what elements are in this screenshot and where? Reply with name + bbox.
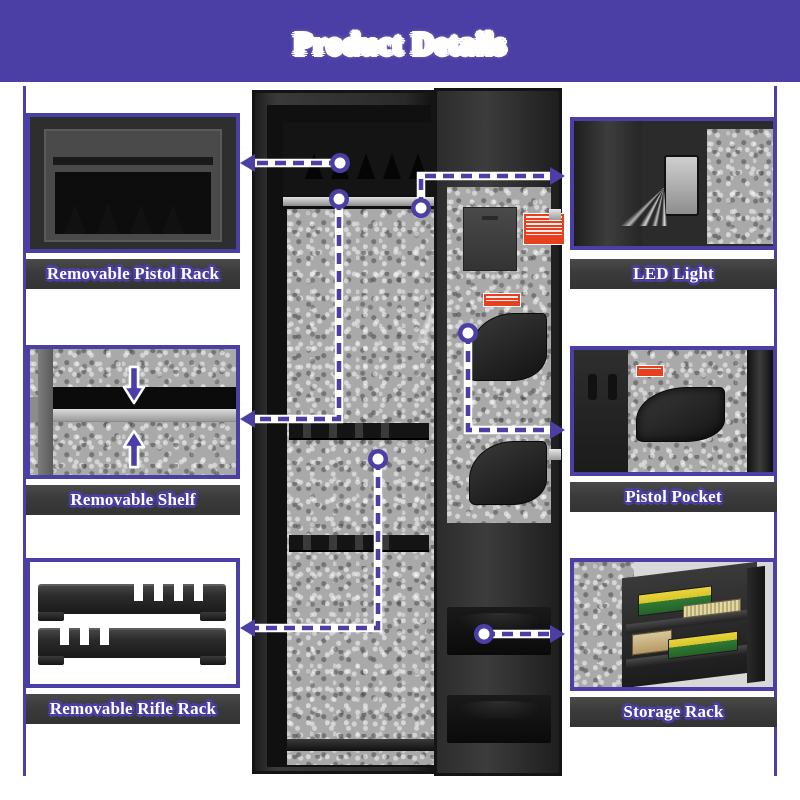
safe-cabinet-body [252,90,455,774]
callout-shelf[interactable]: Removable Shelf [26,345,240,525]
pistol-rack-label: Removable Pistol Rack [26,259,240,289]
storage-rack-photo [570,558,777,691]
pistol-pocket-label-text: Pistol Pocket [625,487,722,506]
callout-pistol-pocket[interactable]: Pistol Pocket [570,346,777,526]
safe-top-pistol-rack [283,123,439,195]
page-title: Product Details [0,26,800,62]
callout-storage-rack[interactable]: Storage Rack [570,558,777,738]
shelf-photo [26,345,240,479]
led-light-photo [570,117,777,250]
led-light-label: LED Light [570,259,777,289]
door-storage-rack-lower [447,695,551,743]
rifle-rack-photo [26,558,240,688]
door-hinge-upper [549,209,561,220]
led-light-label-text: LED Light [633,264,714,283]
page-title-text: Product Details [293,26,507,61]
door-pistol-pocket-lower [469,441,547,505]
pistol-rack-teeth [305,151,447,179]
safe-interior [267,105,439,767]
pistol-pocket-label: Pistol Pocket [570,482,777,512]
shelf-label: Removable Shelf [26,485,240,515]
safe-door [434,88,565,776]
safe-floor-edge [287,739,435,751]
safe-rifle-rack-upper [289,423,429,438]
callout-rifle-rack[interactable]: Removable Rifle Rack [26,558,240,738]
storage-rack-label: Storage Rack [570,697,777,727]
storage-rack-label-text: Storage Rack [623,702,724,721]
safe-rifle-rack-lower [289,535,429,550]
safe-felt-lining [287,209,435,765]
door-pad [463,207,517,271]
arrow-down-icon [122,366,145,405]
header-banner: Product Details [0,0,800,82]
callout-pistol-rack[interactable]: Removable Pistol Rack [26,113,240,293]
warning-label-small [483,293,521,307]
arrow-up-icon [122,429,145,469]
pistol-rack-photo [26,113,240,253]
door-hinge-lower [549,449,561,460]
callout-led-light[interactable]: LED Light [570,117,777,297]
rifle-rack-label: Removable Rifle Rack [26,694,240,724]
door-storage-rack-upper [447,607,551,655]
shelf-label-text: Removable Shelf [70,490,196,509]
pistol-pocket-photo [570,346,777,476]
gun-safe-product-photo [248,88,566,778]
rifle-rack-label-text: Removable Rifle Rack [49,699,217,718]
pistol-rack-label-text: Removable Pistol Rack [46,264,220,283]
safe-removable-shelf [283,197,439,206]
